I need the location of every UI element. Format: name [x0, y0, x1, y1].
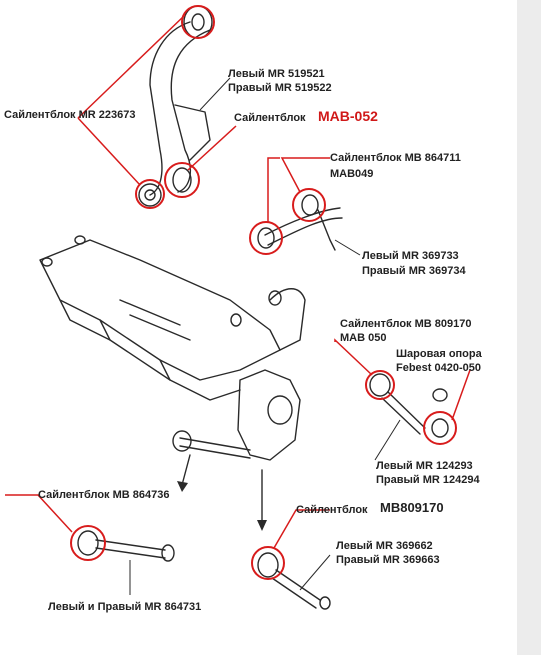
arm-124294-label: Правый MR 124294: [376, 474, 480, 486]
upper-arm-left-label: Левый MR 519521: [228, 68, 325, 80]
callout-circle: [423, 411, 457, 445]
lower-right-link-part: [257, 552, 331, 610]
arrow-head-icon: [177, 481, 188, 492]
callout-circle: [135, 179, 165, 209]
bush-mb809170-label: Сайлентблок: [296, 504, 368, 516]
febest-label: Febest 0420-050: [396, 362, 481, 374]
bush-809170-label: Сайлентблок MB 809170: [340, 318, 472, 330]
bush-223673-label: Сайлентблок MR 223673: [4, 109, 136, 121]
callout-circle: [365, 370, 395, 400]
lower-link-part: [77, 530, 175, 562]
mab049-label: MAB049: [330, 168, 374, 180]
ball-joint-label: Шаровая опора: [396, 348, 482, 360]
bush-864736-label: Сайлентблок MB 864736: [38, 489, 170, 501]
callout-circle: [164, 162, 200, 198]
upper-arm-right-label: Правый MR 519522: [228, 82, 332, 94]
mab052-label: MAB-052: [318, 108, 378, 124]
knuckle-part: [172, 369, 301, 461]
upper-arm-part: [138, 5, 213, 207]
arrow-line: [181, 454, 191, 486]
arm-369733-label: Левый MR 369733: [362, 250, 459, 262]
trailing-arm-part: [369, 373, 449, 438]
subframe-part: [39, 235, 306, 401]
right-margin-strip: [517, 0, 541, 655]
bush-864711-label: Сайлентблок MB 864711: [330, 152, 461, 164]
arrow-head-icon: [257, 520, 267, 531]
callout-circle: [251, 546, 285, 580]
arm-369663-label: Правый MR 369663: [336, 554, 440, 566]
callout-circle: [70, 525, 106, 561]
callout-circle: [249, 221, 283, 255]
callout-circle: [181, 5, 215, 39]
arm-369734-label: Правый MR 369734: [362, 265, 466, 277]
mb809170-label: MB809170: [380, 500, 444, 515]
arm-124293-label: Левый MR 124293: [376, 460, 473, 472]
arm-369662-label: Левый MR 369662: [336, 540, 433, 552]
lateral-link-part: [257, 194, 343, 251]
mab050-label: MAB 050: [340, 332, 387, 344]
link-864731-label: Левый и Правый MR 864731: [48, 601, 202, 613]
callout-circle: [292, 188, 326, 222]
bush-mab-label: Сайлентблок: [234, 112, 306, 124]
